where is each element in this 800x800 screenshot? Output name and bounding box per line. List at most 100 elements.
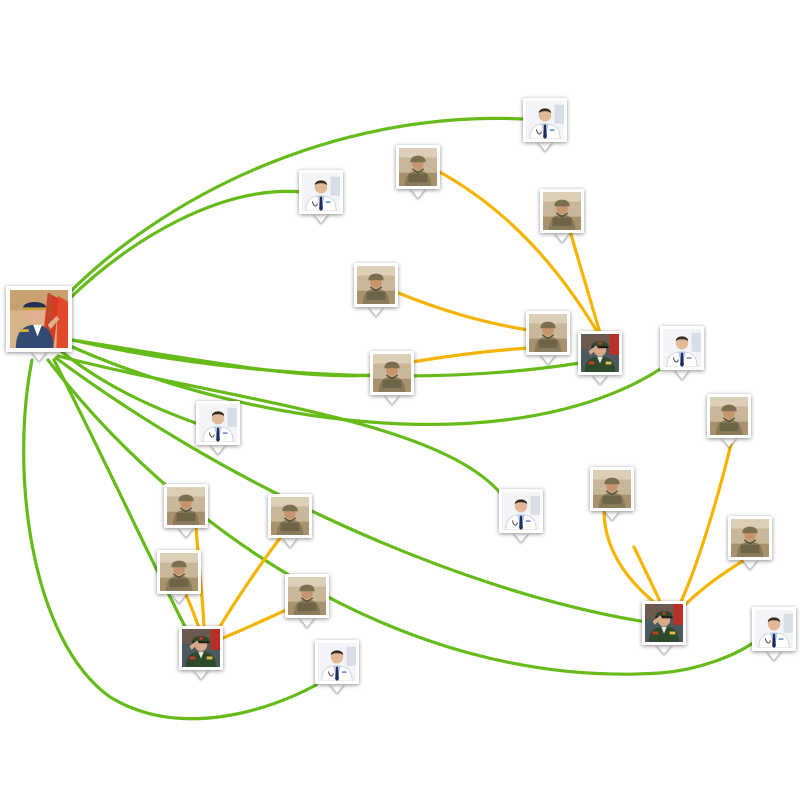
portrait-frame [642,601,686,645]
pin-pointer [368,306,384,316]
officer-portrait-icon [182,629,220,667]
doctor-portrait-icon [318,643,356,681]
pin-pointer [299,617,315,627]
portrait-frame [590,467,634,511]
pin-pointer [410,188,426,198]
pin-pointer [674,369,690,379]
portrait-frame [370,351,414,395]
soldier-portrait-icon [543,192,581,230]
portrait-frame [752,607,796,651]
node-officer-b[interactable] [578,331,622,387]
portrait-frame [707,394,751,438]
command-link-commander-doctor_1 [64,116,526,298]
portrait-frame [179,626,223,670]
soldier-portrait-icon [271,497,309,535]
command-link-commander-doctor_7 [22,358,318,721]
unit-link-soldier_7-officer_a [210,536,282,642]
pin-pointer [282,537,298,547]
pin-pointer [766,650,782,660]
doctor-portrait-icon [502,492,540,530]
soldier-portrait-icon [593,470,631,508]
doctor-portrait-icon [755,610,793,648]
pin-pointer [742,559,758,569]
portrait-frame [196,401,240,445]
node-officer-a[interactable] [179,626,223,682]
node-doctor-2[interactable] [299,170,343,226]
portrait-frame [164,484,208,528]
portrait-frame [396,145,440,189]
node-soldier-7[interactable] [268,494,312,550]
unit-link-soldier_11-officer_c [678,438,734,606]
soldier-portrait-icon [167,487,205,525]
node-soldier-5[interactable] [370,351,414,407]
portrait-frame [6,286,72,352]
pin-pointer [513,532,529,542]
doctor-portrait-icon [302,173,340,211]
pin-pointer [329,683,345,693]
portrait-frame [268,494,312,538]
soldier-portrait-icon [710,397,748,435]
soldier-portrait-icon [357,266,395,304]
command-link-commander-doctor_2 [66,189,304,302]
node-soldier-9[interactable] [285,574,329,630]
doctor-portrait-icon [199,404,237,442]
node-doctor-1[interactable] [523,98,567,154]
command-link-commander-doctor_4 [60,350,200,426]
node-soldier-12[interactable] [728,516,772,572]
node-soldier-4[interactable] [526,311,570,367]
soldier-portrait-icon [288,577,326,615]
portrait-frame [540,189,584,233]
node-soldier-10[interactable] [590,467,634,523]
portrait-frame [315,640,359,684]
pin-pointer [721,437,737,447]
unit-link-soldier_5-soldier_4 [410,346,530,364]
pin-pointer [537,141,553,151]
command-link-commander-officer_c [54,356,648,624]
node-doctor-4[interactable] [196,401,240,457]
portrait-frame [299,170,343,214]
node-soldier-1[interactable] [396,145,440,201]
unit-link-soldier_9-officer_a [216,608,288,642]
portrait-frame [285,574,329,618]
portrait-frame [660,326,704,370]
portrait-frame [523,98,567,142]
node-doctor-6[interactable] [752,607,796,663]
doctor-portrait-icon [663,329,701,367]
node-doctor-3[interactable] [660,326,704,382]
pin-pointer [210,444,226,454]
node-soldier-3[interactable] [354,263,398,319]
pin-pointer [178,527,194,537]
portrait-frame [157,550,201,594]
portrait-frame [728,516,772,560]
pin-pointer [656,644,672,654]
soldier-portrait-icon [731,519,769,557]
doctor-portrait-icon [526,101,564,139]
unit-link-soldier_1-officer_b [434,168,600,335]
node-soldier-6[interactable] [164,484,208,540]
pin-pointer [193,669,209,679]
soldier-portrait-icon [160,553,198,591]
command-link-commander-soldier_5 [70,338,374,378]
node-soldier-2[interactable] [540,189,584,245]
soldier-portrait-icon [399,148,437,186]
portrait-frame [526,311,570,355]
portrait-frame [354,263,398,307]
portrait-frame [578,331,622,375]
pin-pointer [540,354,556,364]
unit-link-soldier_2-officer_b [568,229,602,335]
node-doctor-5[interactable] [499,489,543,545]
node-doctor-7[interactable] [315,640,359,696]
node-commander[interactable] [6,286,72,364]
node-soldier-8[interactable] [157,550,201,606]
command-link-commander-doctor_5 [56,354,504,497]
pin-pointer [171,593,187,603]
node-soldier-11[interactable] [707,394,751,450]
node-officer-c[interactable] [642,601,686,657]
portrait-frame [499,489,543,533]
pin-pointer [604,510,620,520]
unit-link-soldier_3-soldier_4 [394,290,530,332]
pin-pointer [592,374,608,384]
officer-portrait-icon [645,604,683,642]
soldier-portrait-icon [529,314,567,352]
unit-link-soldier_10-officer_c [602,510,658,606]
